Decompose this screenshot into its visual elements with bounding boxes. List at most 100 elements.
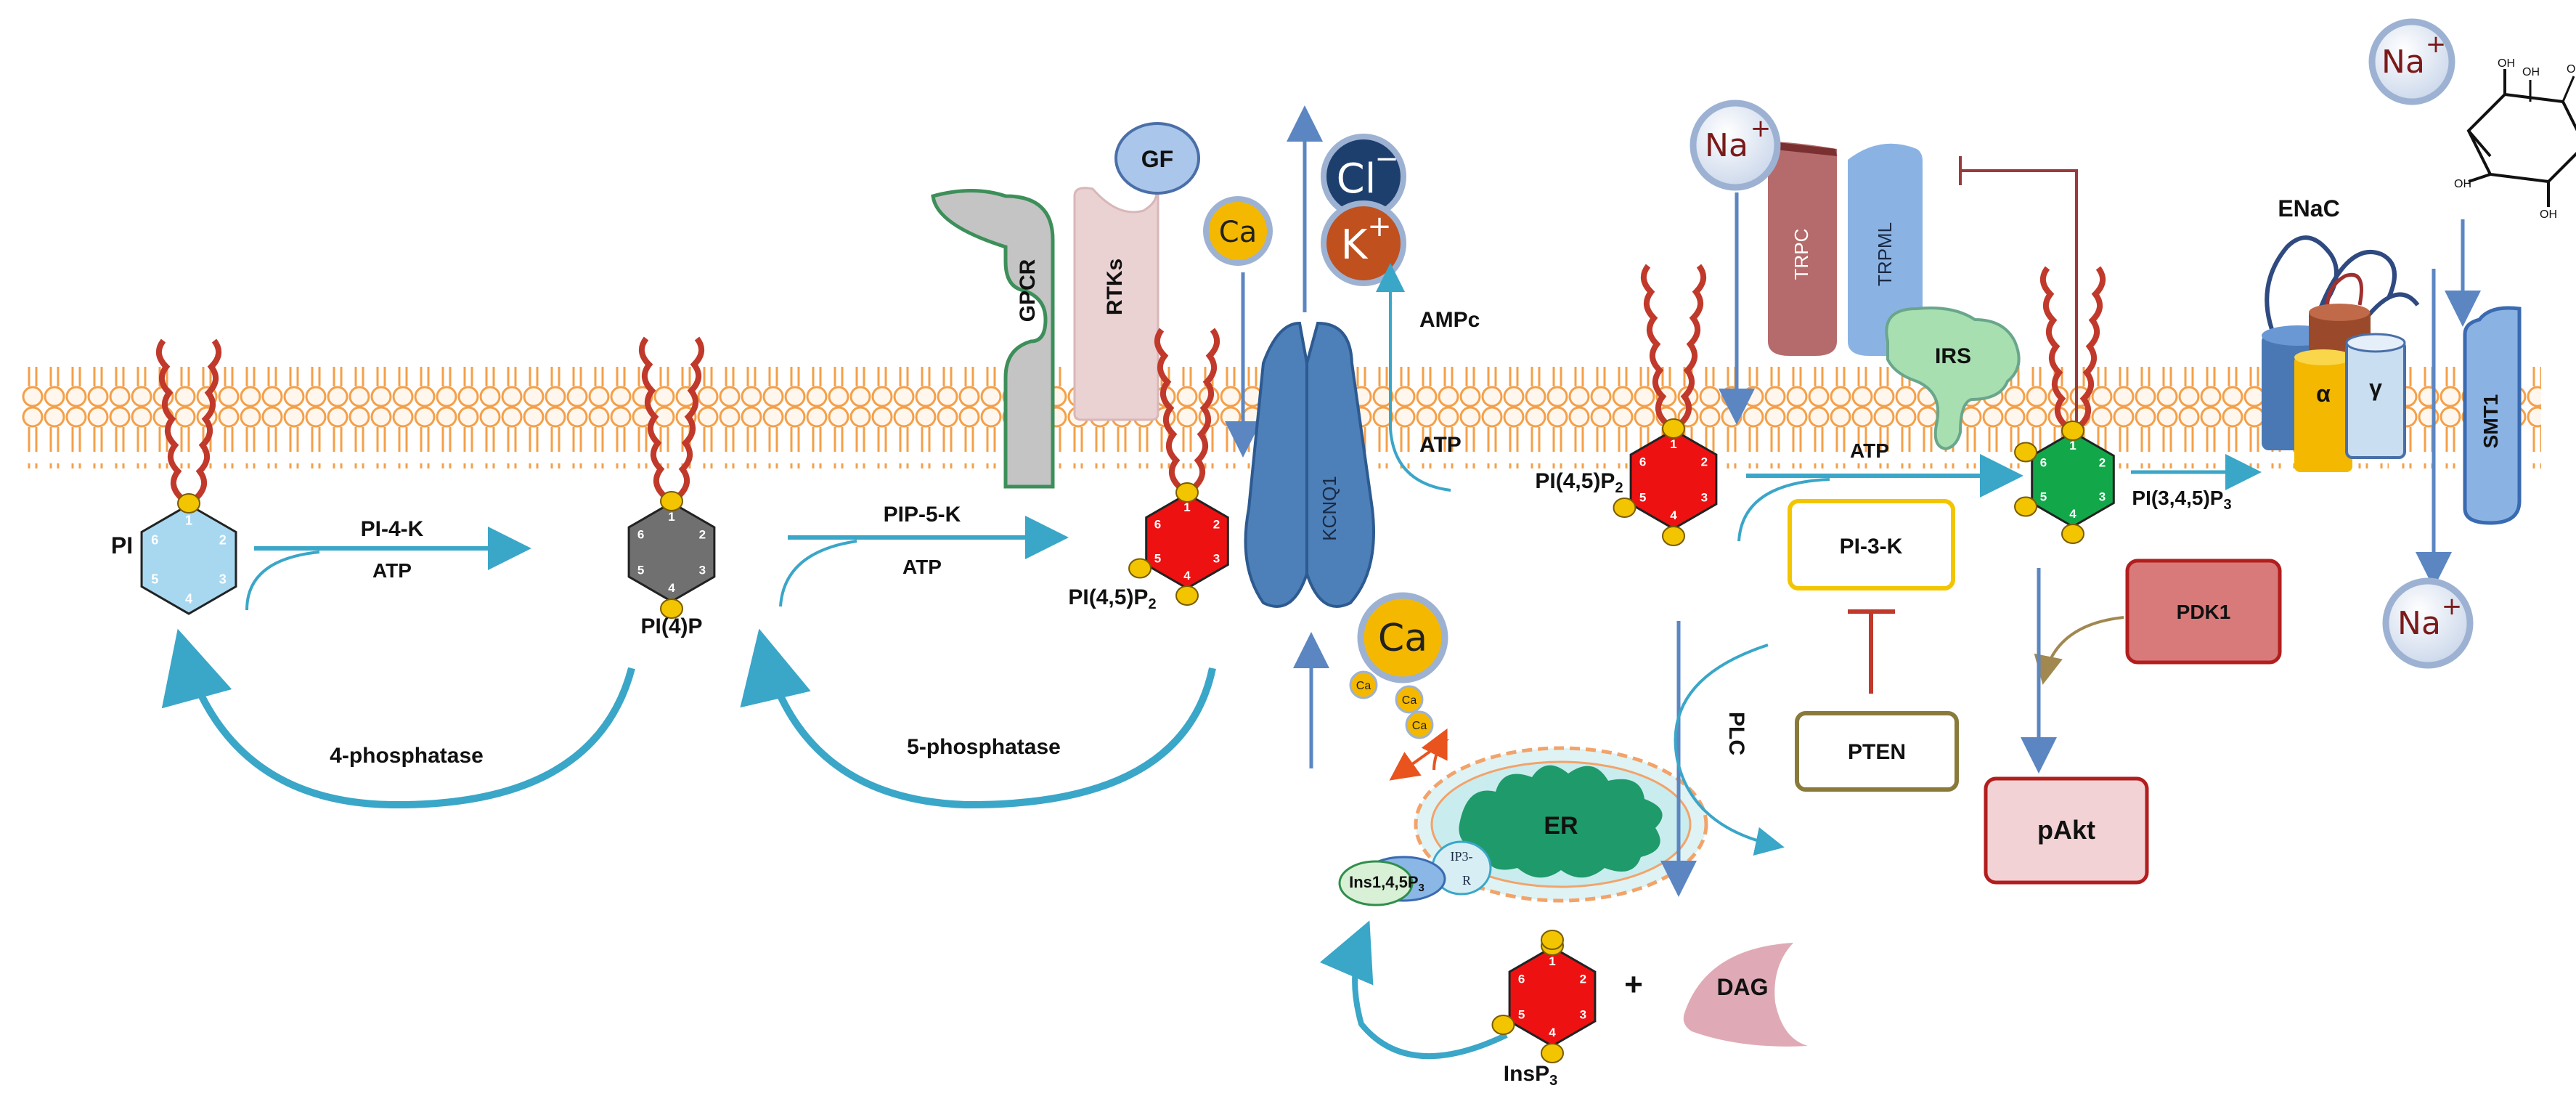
inositol-ring [140,503,237,615]
ring-number: 6 [151,532,158,547]
enac-alpha-label: α [2316,381,2331,407]
ring-number: 5 [1518,1007,1525,1021]
ring-number: 6 [1518,972,1525,986]
ring-number: 4 [1670,508,1677,522]
pi-label: PI [111,532,133,559]
ip3r-top-label: IP3- [1451,849,1473,864]
oh-1: OH [2498,57,2515,70]
gpcr-label: GPCR [1016,259,1040,322]
calcium-ion-top: Ca [1203,196,1273,266]
na-plus-top: + [1750,114,1772,143]
pip2-right-label: PI(4,5)P2 [1535,469,1623,496]
ca-small-2: Ca [1402,694,1417,707]
gf-label: GF [1141,146,1173,172]
ring-number: 1 [1183,500,1190,514]
ring-number: 5 [1154,551,1161,565]
pip3-label: PI(3,4,5)P3 [2132,487,2231,513]
cl-minus: − [1374,142,1399,176]
ring-number: 5 [2040,490,2047,503]
enac-channel: ENaC α γ [2262,195,2420,472]
oh-3: OH [2567,63,2576,76]
oh-5: OH [2540,208,2557,221]
sugar-molecule: OH OH OH OH OH OH [2454,57,2576,221]
ca-small-1: Ca [1356,680,1371,692]
kcnq1-label: KCNQ1 [1318,476,1340,541]
plus-sign: + [1624,967,1643,1002]
ring-number: 6 [2040,456,2047,470]
na-label-top: Na [1705,127,1748,164]
ca-label-large: Ca [1378,617,1427,660]
phosphate-ball [1175,482,1199,503]
atp-label-2: ATP [902,556,942,578]
pten-box: PTEN [1795,711,1959,792]
ring-number: 4 [2069,507,2076,521]
phosphate-ball [660,491,683,511]
na-label-bottom-right: Na [2397,605,2441,642]
pi4p-label: PI(4)P [640,614,702,638]
fatty-acid-tail [156,338,183,500]
fatty-acid-tail [2040,266,2067,427]
trpml-channel: TRPML [1848,143,1923,356]
irs-label: IRS [1935,344,1971,368]
phosphate-ball [1491,1015,1515,1035]
ring-number: 4 [668,581,675,595]
phosphate-ball [1175,585,1199,606]
ring-number: 2 [1213,518,1220,532]
pip2-left-label: PI(4,5)P2 [1068,585,1156,612]
insp3-label: InsP3 [1504,1062,1557,1089]
phosphate-ball [2014,442,2038,463]
ring-number: 2 [699,527,706,541]
trpc-channel: TRPC [1768,142,1837,356]
sodium-ion-bottom-right: Na + [2382,577,2474,669]
fatty-acid-tail [195,338,221,500]
kcnq1-channel: KCNQ1 [1244,321,1375,608]
ring-number: 5 [1639,490,1646,504]
irs-protein: IRS [1885,307,2021,451]
k-plus: + [1367,210,1392,243]
phosphate-ball [1662,526,1685,546]
ca-small-3: Ca [1412,720,1427,732]
growth-factor: GF [1114,122,1200,195]
ring-number: 3 [699,563,706,577]
trpc-label: TRPC [1790,229,1812,280]
ring-number: 1 [1670,437,1676,451]
ring-number: 3 [1213,551,1220,565]
fatty-acid-tail [1679,264,1706,425]
rtks-receptor: RTKs [1073,184,1159,421]
pakt-box: pAkt [1984,776,2149,885]
phosphatase5-label: 5-phosphatase [907,735,1061,759]
ins145p3-label: Ins1,4,5P3 [1349,873,1424,894]
ring-number: 6 [1154,518,1161,532]
fatty-acid-tail [677,336,704,498]
atp-kcnq1-label: ATP [1419,433,1462,457]
phosphate-ball [1541,930,1564,950]
phosphate-ball [2061,524,2084,544]
dag-shape: DAG [1683,943,1808,1047]
sodium-ion-top: Na + [1690,100,1781,191]
ring-number: 4 [1183,569,1191,583]
chloride-ion: Cl − [1321,134,1406,219]
oh-4: OH [2454,178,2471,190]
fatty-acid-tail [2079,266,2106,427]
rtks-label: RTKs [1103,259,1127,315]
ring-number: 1 [2069,439,2076,452]
fatty-acid-tail [1193,328,1220,489]
pdk1-box: PDK1 [2125,559,2282,665]
phosphate-ball [177,493,200,514]
oh-2: OH [2522,66,2540,78]
fatty-acid-tail [1641,264,1668,425]
atp-label-1: ATP [372,559,412,582]
ring-number: 5 [151,572,158,586]
ring-number: 2 [1701,455,1708,468]
phosphate-ball [1541,1043,1564,1063]
phosphate-ball [1662,418,1685,439]
plc-label: PLC [1724,712,1748,755]
pten-label: PTEN [1848,740,1906,764]
ring-number: 4 [1549,1026,1556,1039]
